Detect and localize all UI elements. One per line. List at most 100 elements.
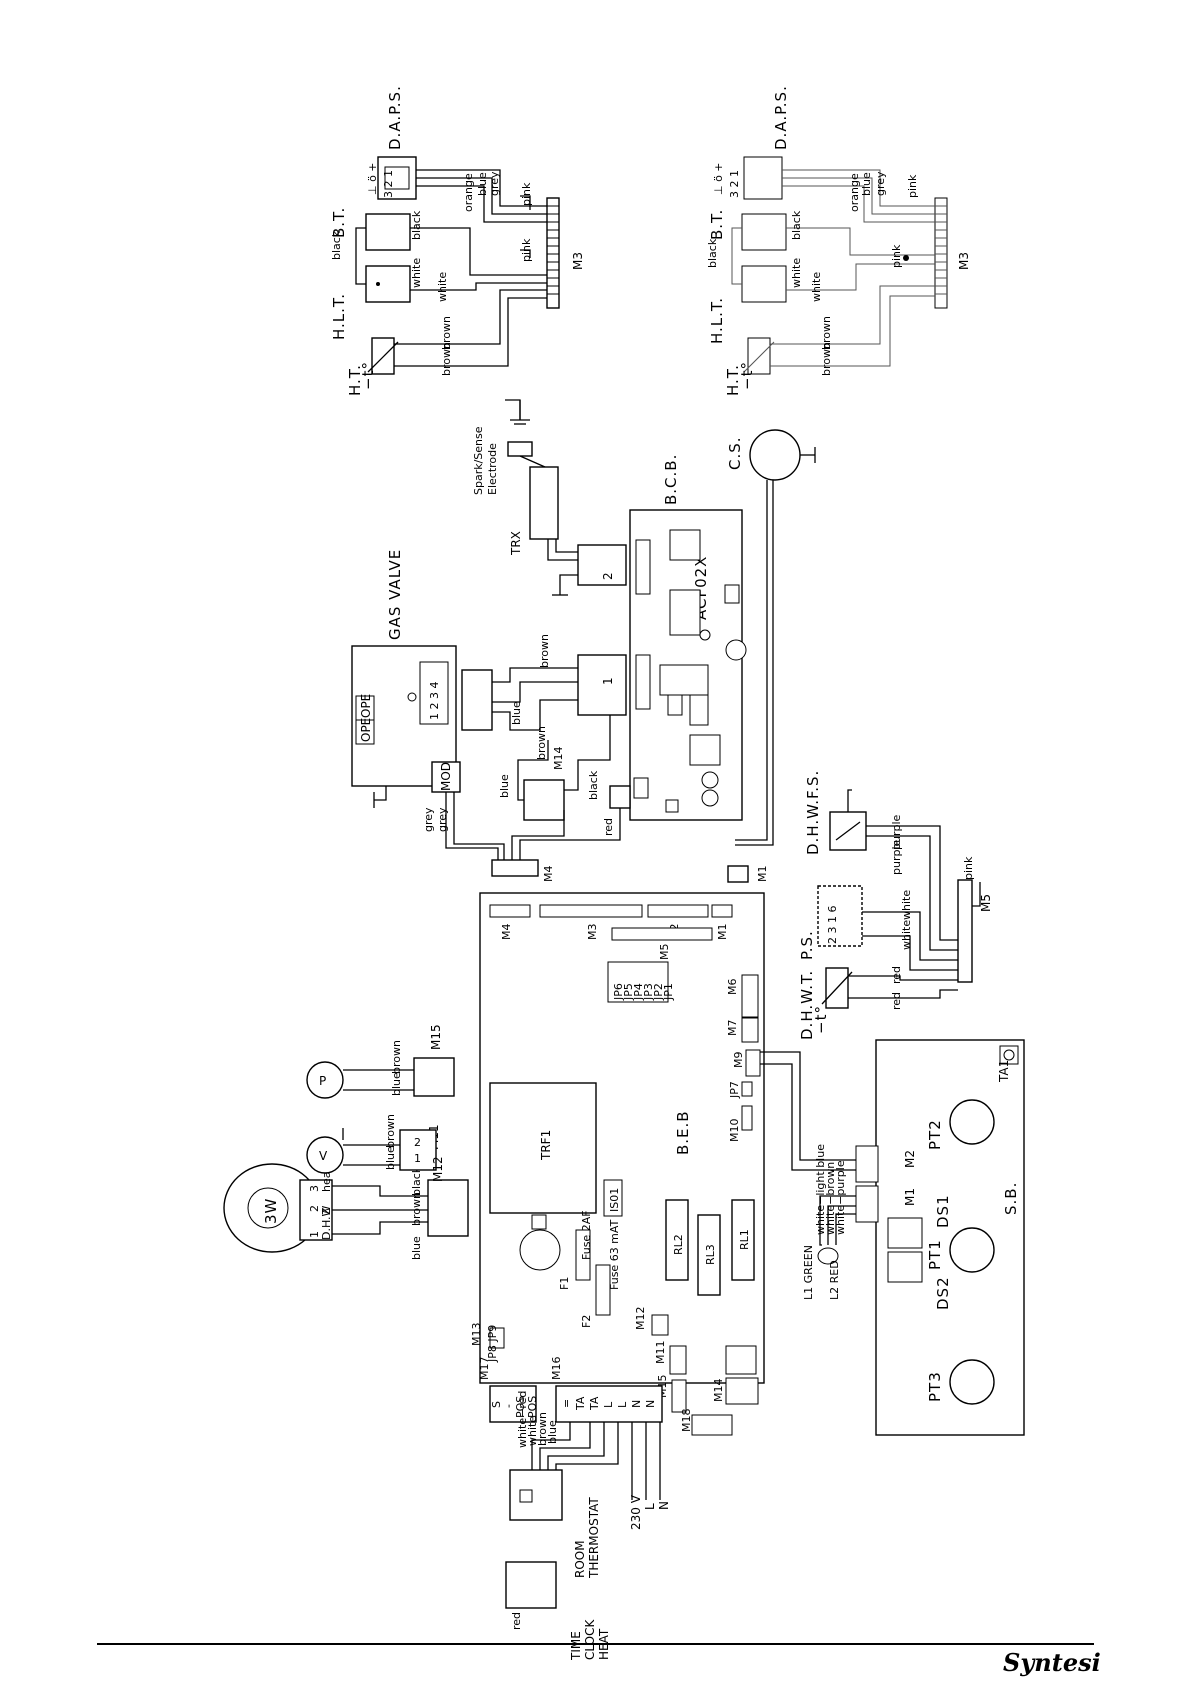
- brand-logo: Syntesi: [1003, 1648, 1101, 1677]
- m15-connector: [413, 1057, 455, 1097]
- m5-connector: [957, 879, 973, 983]
- m17-pin-pos1: POS: [514, 1396, 527, 1418]
- rl2-label: RL2: [672, 1234, 685, 1255]
- wire-white-3: white: [810, 272, 823, 302]
- wire-pink-3: pink: [890, 244, 903, 268]
- beb-m10: M10: [728, 1119, 741, 1143]
- ds2-label: DS2: [934, 1276, 952, 1310]
- pt3-label: PT3: [926, 1371, 944, 1402]
- l1-label: L1 GREEN: [802, 1245, 815, 1300]
- bcb-conn-2: 2: [601, 572, 615, 580]
- wire-red-m14: red: [602, 818, 615, 836]
- bt-label-2: B.T.: [708, 209, 726, 240]
- wire-brown-rt: brown: [536, 1412, 549, 1446]
- ignition-group: Spark/SenseElectrode TRX 2 B.C.B. ACF02X…: [472, 399, 816, 846]
- wire-black-2: black: [790, 210, 803, 240]
- wire-black: black: [330, 230, 343, 260]
- is01-label: IS01: [608, 1188, 621, 1212]
- m5-label: M5: [979, 894, 993, 912]
- wire-pink-m5: pink: [962, 856, 975, 880]
- daps-label: D.A.P.S.: [386, 85, 404, 150]
- beb-m6: M6: [726, 979, 739, 996]
- spark-electrode-label: Spark/SenseElectrode: [472, 426, 499, 495]
- fan-group: V M12 2 1 brown blue: [306, 1114, 445, 1182]
- m16-pin-n1: N: [630, 1400, 643, 1408]
- footer-rule: [97, 1643, 1094, 1645]
- sb-label: S.B.: [1002, 1182, 1020, 1215]
- m16-pin-n2: N: [644, 1400, 657, 1408]
- beb-m7: M7: [726, 1020, 739, 1037]
- f1-label: F1: [558, 1277, 571, 1290]
- wire-brown-3: brown: [820, 342, 833, 376]
- wire-brown-3w: brown: [410, 1192, 423, 1226]
- wire-white: white: [436, 272, 449, 302]
- 3w-pin-1: 1: [308, 1231, 321, 1238]
- room-thermostat-connector: [509, 1469, 563, 1521]
- m4-top-label: M4: [542, 866, 555, 883]
- m1-top-label: M1: [756, 866, 769, 883]
- wire-brown-pump: brown: [390, 1040, 403, 1074]
- pt2-label: PT2: [926, 1119, 944, 1150]
- wire-black-3: black: [706, 238, 719, 268]
- beb-m3: M3: [586, 924, 599, 941]
- jp2: JP2: [652, 983, 665, 1001]
- trf1-label: TRF1: [539, 1130, 553, 1161]
- wire-blue-fan: blue: [384, 1146, 397, 1170]
- wire-blue-3w: blue: [410, 1236, 423, 1260]
- wire-brown-fan: brown: [384, 1114, 397, 1148]
- m12-pin-1: 1: [414, 1152, 421, 1165]
- wire-grey: grey: [488, 171, 501, 196]
- ps-switch: [817, 885, 863, 947]
- m12-connector: [399, 1129, 437, 1171]
- wire-blue: blue: [476, 172, 489, 196]
- beb-jp8-jp9: JP8 JP9: [486, 1325, 499, 1363]
- hlt-label: H.L.T.: [330, 293, 348, 340]
- cs-label: C.S.: [726, 436, 744, 470]
- wire-blue-2: blue: [860, 172, 873, 196]
- wire-white-rt: white: [526, 1416, 539, 1446]
- beb-m5: M5: [658, 944, 671, 961]
- beb-m4: M4: [500, 924, 513, 941]
- wire-orange-2: orange: [848, 173, 861, 212]
- rl1-label: RL1: [738, 1229, 751, 1250]
- sensor-group-left: D.A.P.S. 3 2 1 ⊥ ö + B.T. H.L.T. H.T. −t…: [330, 85, 585, 396]
- m11-connector: [427, 1179, 469, 1237]
- ht-label: H.T.: [346, 364, 364, 396]
- m12-label: M12: [431, 1156, 445, 1182]
- wire-brown-2: brown: [820, 316, 833, 350]
- beb-label: B.E.B: [674, 1110, 692, 1155]
- wire-brown-gv: brown: [538, 634, 551, 668]
- wire-brown: brown: [440, 342, 453, 376]
- pt3-knob: [949, 1359, 995, 1405]
- pt1-label: PT1: [926, 1239, 944, 1270]
- hlt-sensor: [365, 265, 411, 303]
- wire-white-ps2: white: [900, 920, 913, 950]
- hlt-label-2: H.L.T.: [708, 297, 726, 344]
- pump-group: P M15 brown blue: [306, 1024, 455, 1099]
- time-clock-label: TIMECLOCKHEAT: [569, 1619, 611, 1661]
- pump-motor: [306, 1061, 344, 1099]
- ope2-label: OPE: [359, 718, 373, 742]
- sensor-group-right: D.A.P.S. 3 2 1 ⊥ ö + B.T. H.L.T. H.T. −t…: [706, 85, 971, 396]
- wire-white-light-blue: white−light blue: [814, 1144, 827, 1235]
- fan-label: V: [319, 1149, 328, 1163]
- mains-l: L: [643, 1503, 657, 1510]
- m16-pin-ta1: TA: [574, 1396, 587, 1411]
- mains-n: N: [657, 1501, 671, 1510]
- gas-valve-group: GAS VALVE OPE OPE 1 2 3 4 MOD brown blue…: [351, 549, 631, 860]
- m17-pin-minus: -: [502, 1404, 515, 1408]
- ht-label-2: H.T.: [724, 364, 742, 396]
- valve-pins: 1 2 3 4: [428, 682, 441, 720]
- jp3: JP3: [642, 983, 655, 1001]
- ht-temp-symbol: −t°: [359, 361, 377, 390]
- wire-red-dhwt2: red: [890, 992, 903, 1010]
- bt-label: B.T.: [330, 207, 348, 238]
- daps-label-2: D.A.P.S.: [772, 85, 790, 150]
- wire-pink: pink: [520, 182, 533, 206]
- wire-grey-1: grey: [422, 807, 435, 832]
- bt-sensor: [365, 213, 411, 251]
- wire-blue-m14: blue: [498, 774, 511, 798]
- beb-jp7: JP7: [728, 1081, 741, 1099]
- ps-pins: 2 3 1 6: [826, 906, 839, 944]
